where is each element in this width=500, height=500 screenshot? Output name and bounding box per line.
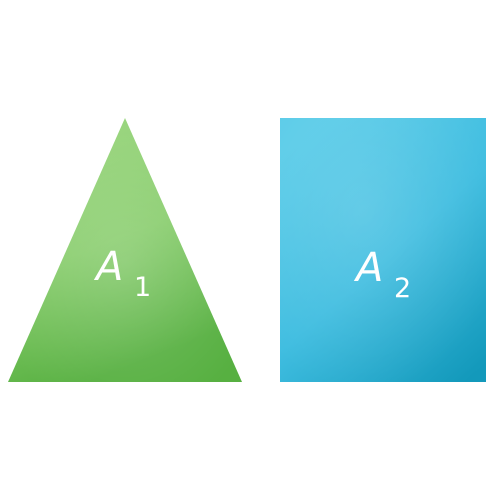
triangle-label-subscript: 1: [134, 272, 151, 303]
rectangle-label-subscript: 2: [394, 273, 411, 304]
rectangle-shape: A 2: [280, 118, 486, 382]
triangle-shape: A 1: [8, 118, 242, 382]
rectangle-label: A: [353, 245, 383, 291]
triangle-label: A: [93, 244, 123, 290]
